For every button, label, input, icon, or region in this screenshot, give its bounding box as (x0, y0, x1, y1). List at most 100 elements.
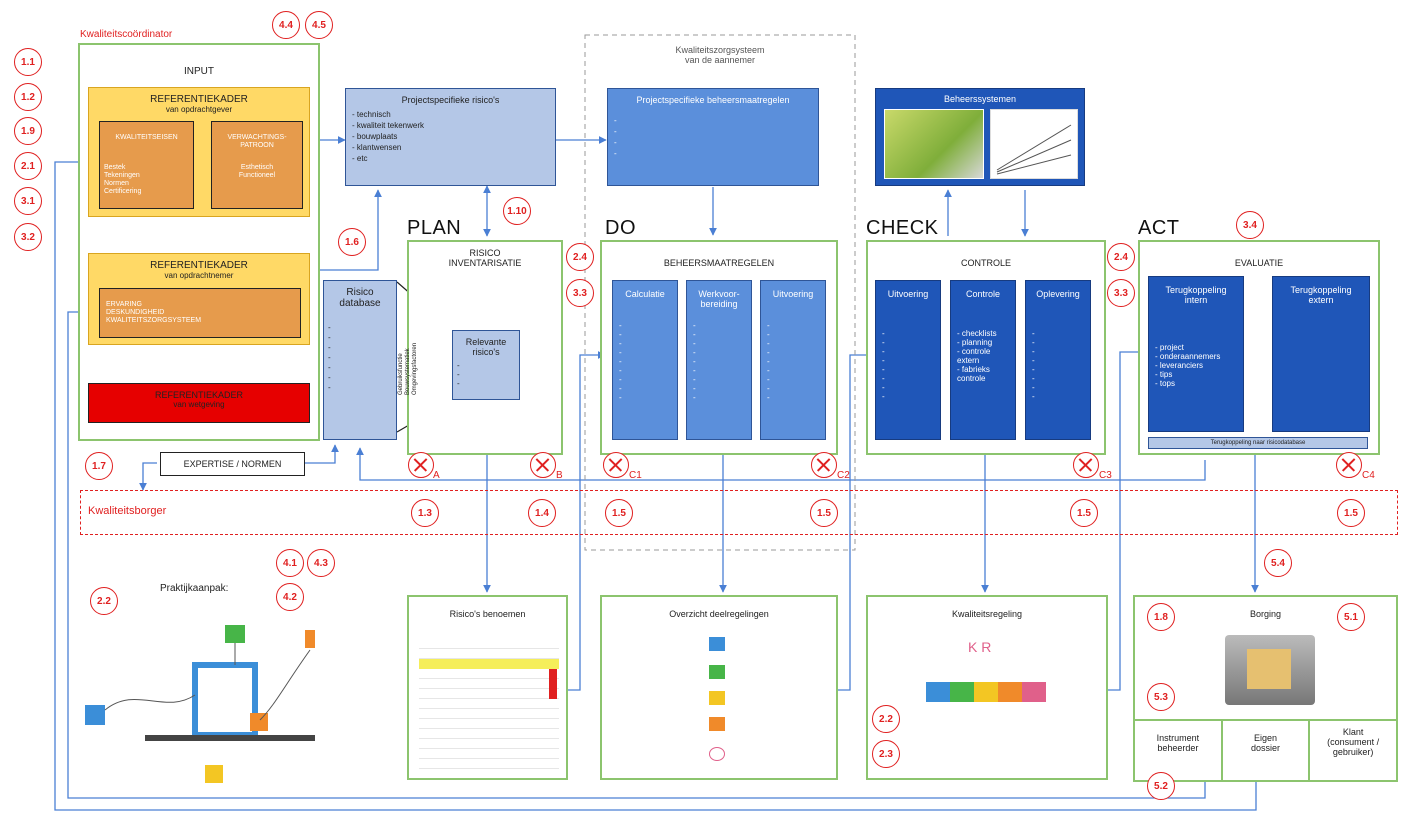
borger-band (80, 490, 1398, 535)
output-plan-title: Risico's benoemen (449, 609, 526, 619)
praktijk-sketch-svg (85, 625, 323, 783)
act-col-intern: Terugkoppeling intern - project - ondera… (1148, 276, 1244, 432)
chart-thumbnail (990, 109, 1078, 179)
chart-thumbnail-lines (996, 124, 1072, 175)
act-col-klant: Klant (consument / gebruiker) (1327, 727, 1380, 757)
check-col-oplevering: Oplevering - - - - - - - - (1025, 280, 1091, 440)
act-footer: Terugkoppeling naar risicodatabase (1148, 437, 1368, 449)
act-title: EVALUATIE (1234, 258, 1284, 268)
checkpoint-x-icon (603, 452, 629, 478)
kr-sketch-label: K R (968, 639, 992, 655)
step-circle: 1.5 (605, 499, 633, 527)
step-circle: 1.5 (810, 499, 838, 527)
check-col-label: Oplevering (1036, 289, 1080, 299)
checkpoint-label: C3 (1099, 470, 1112, 481)
act-col-instrument: Instrument beheerder (1135, 721, 1223, 780)
ref-wetgeving: REFERENTIEKADER van wetgeving (88, 383, 310, 423)
do-col-items: - - - - - - - - - (693, 321, 696, 402)
checkpoint-x-icon (1073, 452, 1099, 478)
step-circle: 2.3 (872, 740, 900, 768)
maatregelen-items: - - - - (614, 116, 617, 158)
act-col-intern-items: - project - onderaannemers - leverancier… (1155, 343, 1221, 388)
kwaliteitseisen-items: Bestek Tekeningen Normen Certificering (104, 164, 142, 195)
checkpoint-x-icon (408, 452, 434, 478)
act-cols-row: Instrument beheerder Eigen dossier Klant… (1135, 719, 1396, 780)
verwachtingspatroon-items: Esthetisch Functioneel (238, 164, 276, 179)
filing-laptop (1225, 635, 1315, 705)
step-circle: 1.7 (85, 452, 113, 480)
phase-check: CHECK (866, 217, 939, 239)
checkpoint-label: C4 (1362, 470, 1375, 481)
phase-act: ACT (1138, 217, 1180, 239)
phase-plan: PLAN (407, 217, 462, 239)
checkpoint-label: B (556, 470, 563, 481)
step-circle: 1.4 (528, 499, 556, 527)
step-circle: 3.4 (1236, 211, 1264, 239)
act-col-intern-label: Terugkoppeling intern (1165, 285, 1227, 305)
step-circle: 4.4 (272, 11, 300, 39)
expertise-box: EXPERTISE / NORMEN (160, 452, 305, 476)
checkpoint-x-icon (530, 452, 556, 478)
spreadsheet-flag (549, 669, 557, 699)
step-circle: 2.4 (1107, 243, 1135, 271)
database-side-text: Gebruiksfunctie Bouwsystematiek Omgeving… (398, 342, 418, 395)
check-title: CONTROLE (960, 258, 1011, 268)
output-do: Overzicht deelregelingen (600, 595, 838, 780)
step-circle: 1.3 (411, 499, 439, 527)
step-circle: 1.1 (14, 48, 42, 76)
do-title: BEHEERSMAATREGELEN (663, 258, 775, 268)
check-col-items: - - - - - - - - (1032, 329, 1035, 401)
input-label: INPUT (184, 66, 214, 77)
coordinator-label: Kwaliteitscoördinator (80, 29, 173, 40)
beheers-title: Beheerssystemen (943, 94, 1017, 104)
kwaliteitseisen-box: KWALITEITSEISEN Bestek Tekeningen Normen… (99, 121, 194, 209)
check-col-uitvoering: Uitvoering - - - - - - - - (875, 280, 941, 440)
step-circle: 5.3 (1147, 683, 1175, 711)
relevant-risks-title: Relevante risico's (465, 337, 507, 357)
check-col-label: Controle (965, 289, 1001, 299)
do-col-label: Uitvoering (772, 289, 814, 299)
risks-items: - technisch - kwaliteit tekenwerk - bouw… (352, 110, 425, 163)
risks-box: Projectspecifieke risico's - technisch -… (345, 88, 556, 186)
ref-wetgeving-sub: van wetgeving (173, 400, 225, 409)
tablet-photo (884, 109, 984, 179)
step-circle: 1.10 (503, 197, 531, 225)
ref-opdrachtnemer-title: REFERENTIEKADER (150, 260, 248, 271)
do-col-label: Werkvoor- bereiding (698, 289, 740, 309)
output-act-title: Borging (1249, 609, 1282, 619)
ref-opdrachtnemer: REFERENTIEKADER van opdrachtnemer ERVARI… (88, 253, 310, 345)
step-circle: 2.4 (566, 243, 594, 271)
risk-database: Risico database - - - - - - - (323, 280, 397, 440)
do-col-label: Calculatie (625, 289, 665, 299)
output-do-title: Overzicht deelregelingen (669, 609, 769, 619)
ref-opdrachtgever: REFERENTIEKADER van opdrachtgever KWALIT… (88, 87, 310, 217)
verwachtingspatroon-title: VERWACHTINGS- PATROON (227, 134, 287, 149)
do-col-calculatie: Calculatie - - - - - - - - - (612, 280, 678, 440)
output-check-title: Kwaliteitsregeling (951, 609, 1023, 619)
check-col-label: Uitvoering (887, 289, 929, 299)
step-circle: 2.2 (90, 587, 118, 615)
step-circle: 3.3 (566, 279, 594, 307)
note-yellow (709, 691, 725, 705)
ref-wetgeving-title: REFERENTIEKADER (154, 390, 243, 400)
step-circle: 1.2 (14, 83, 42, 111)
checkpoint-label: A (433, 470, 440, 481)
do-col-werkvoorbereiding: Werkvoor- bereiding - - - - - - - - - (686, 280, 752, 440)
note-orange (709, 717, 725, 731)
act-col-dossier: Eigen dossier (1223, 721, 1311, 780)
kwaliteitseisen-title: KWALITEITSEISEN (115, 134, 178, 141)
maatregelen-box: Projectspecifieke beheersmaatregelen - -… (607, 88, 819, 186)
maatregelen-title: Projectspecifieke beheersmaatregelen (636, 95, 790, 105)
step-circle: 3.3 (1107, 279, 1135, 307)
output-plan: Risico's benoemen (407, 595, 568, 780)
checkpoint-x-icon (811, 452, 837, 478)
note-blue (709, 637, 725, 651)
spreadsheet-thumbnail (419, 639, 559, 774)
risk-database-title: Risico database (339, 287, 381, 309)
relevant-risks: Relevante risico's - - - (452, 330, 520, 400)
step-circle: 1.5 (1337, 499, 1365, 527)
step-circle: 5.1 (1337, 603, 1365, 631)
step-circle: 3.2 (14, 223, 42, 251)
verwachtingspatroon-box: VERWACHTINGS- PATROON Esthetisch Functio… (211, 121, 303, 209)
step-circle: 1.6 (338, 228, 366, 256)
